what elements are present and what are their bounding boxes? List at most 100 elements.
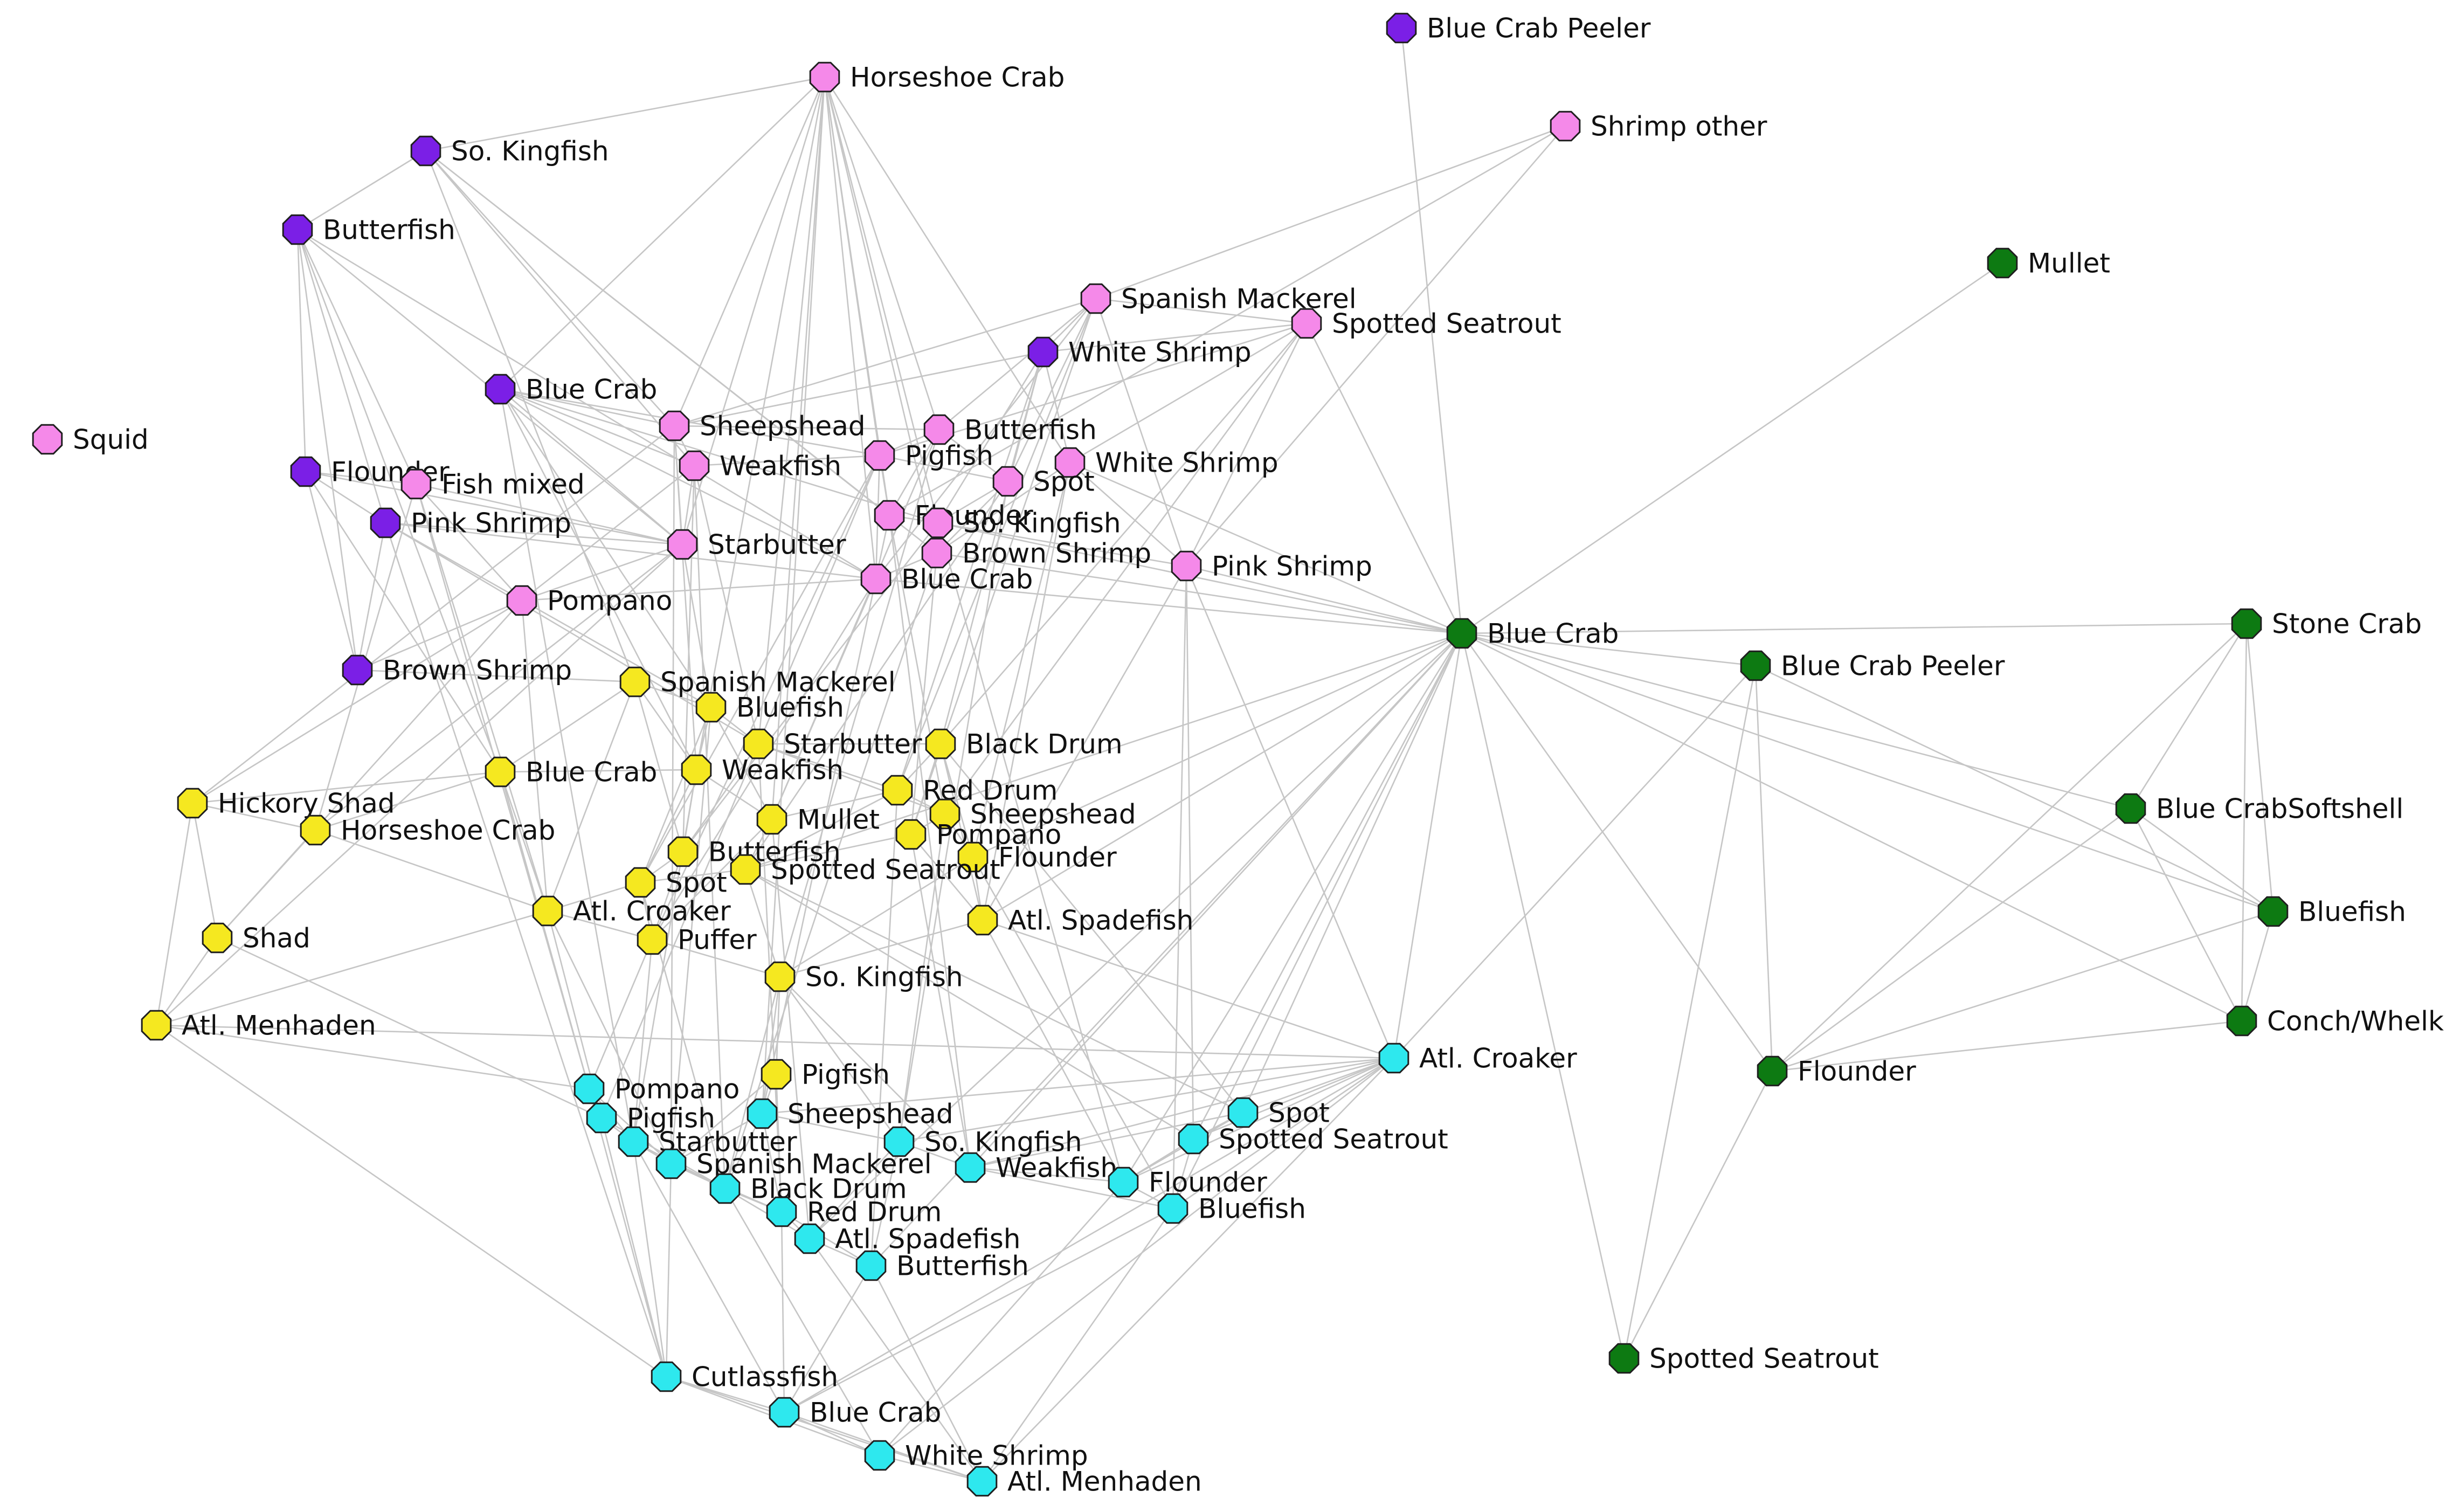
node-label-k16: Brown Shrimp [962,538,1151,569]
node-label-k9: Pigfish [905,440,993,472]
edge-y6-y16 [639,769,697,883]
edge-g3-g8 [1772,623,2247,1072]
node-y2: Bluefish [695,692,844,723]
network-edges [155,27,2274,1482]
node-label-k10: White Shrimp [1095,447,1279,479]
edge-g5-g8 [1772,807,2131,1072]
edge-y12-y15 [745,833,911,871]
edge-k19-y17 [521,600,549,912]
node-marker-k19 [506,585,537,616]
node-k15: Starbutter [667,529,846,561]
node-marker-g5 [2115,793,2146,824]
edge-g2-c10 [970,633,1462,1168]
edge-k1-c4 [761,77,826,1114]
node-label-k7: Butterfish [964,415,1097,446]
node-label-y15: Spotted Seatrout [771,854,1000,886]
edge-g1-g2 [1461,262,2003,634]
edge-p6-k15 [305,471,683,546]
edge-k3-k11 [1007,298,1097,482]
edge-y11-y19 [217,830,316,938]
edge-p7-k15 [385,522,683,546]
node-label-c18: Blue Crab [810,1397,941,1428]
edge-g2-y15 [745,632,1462,871]
node-marker-p1 [1386,12,1417,44]
node-label-c20: Atl. Menhaden [1007,1466,1202,1497]
node-marker-c12 [709,1173,741,1204]
node-marker-k18 [1171,550,1202,582]
node-marker-p2 [410,135,441,167]
node-label-c17: Cutlassfish [692,1362,838,1393]
edge-k10-y18 [982,462,1071,921]
edge-y21-y23 [775,976,781,1075]
node-label-k18: Pink Shrimp [1212,551,1372,582]
node-label-c7: So. Kingfish [924,1127,1082,1158]
node-label-g4: Blue Crab Peeler [1781,651,2005,682]
edge-k1-k17 [824,77,877,579]
node-label-c6: Starbutter [659,1127,797,1158]
edge-p5-k6 [500,388,675,427]
edge-k1-k10 [824,77,1071,463]
node-y16: Spot [625,867,727,899]
edge-c14-c20 [981,1208,1174,1482]
node-label-y9: Mullet [797,804,880,836]
edge-y16-y17 [547,881,641,912]
edge-c7-c16 [870,1141,900,1266]
node-y4: Black Drum [925,728,1123,760]
node-marker-c16 [855,1250,887,1281]
node-marker-g7 [2226,1005,2257,1037]
edge-p1-g2 [1400,27,1463,634]
edge-k17-c4 [761,578,877,1114]
edge-k6-y6 [673,425,697,770]
node-marker-p3 [282,214,313,245]
edge-y6-c6 [632,769,697,1142]
node-marker-c19 [864,1440,895,1471]
node-y10: Sheepshead [929,799,1136,830]
edge-p7-k17 [385,522,876,580]
node-label-k12: Fish mixed [441,469,585,500]
node-label-y22: Atl. Menhaden [182,1010,376,1041]
node-marker-y4 [925,728,956,760]
edge-p2-y1 [425,150,636,682]
node-label-y13: Butterfish [708,837,841,868]
node-label-c19: White Shrimp [905,1440,1088,1472]
node-label-g1: Mullet [2028,248,2110,279]
node-p8: Brown Shrimp [342,655,572,686]
edge-g2-g6 [1461,632,2274,913]
node-label-y20: Puffer [678,924,757,956]
edge-c19-c20 [879,1454,983,1482]
edge-k3-k6 [674,298,1096,427]
node-c16: Butterfish [855,1250,1029,1282]
node-c15: Atl. Spadefish [794,1224,1020,1255]
edge-k8-y13 [682,465,695,852]
edge-g2-c8 [1192,633,1463,1140]
edge-g6-g8 [1772,910,2274,1072]
edge-k3-k17 [875,298,1097,579]
edge-g2-g8 [1461,633,1773,1072]
node-marker-y16 [625,867,656,898]
edge-k2-k3 [1095,125,1566,300]
node-label-c14: Bluefish [1198,1193,1306,1225]
edge-y12-c10 [910,834,971,1168]
edge-g2-g5 [1461,632,2131,810]
node-g3: Stone Crab [2231,609,2422,640]
edge-p3-y5 [296,229,501,772]
edge-k13-y10 [888,515,946,814]
edge-k17-y9 [771,578,877,820]
node-y18: Atl. Spadefish [967,905,1193,936]
node-marker-g6 [2257,896,2289,927]
edge-k1-y6 [695,77,826,770]
node-marker-k9 [864,440,895,471]
edge-y22-c1 [156,1024,1394,1059]
node-label-g8: Flounder [1798,1056,1916,1087]
node-marker-y11 [300,814,331,846]
node-p7: Pink Shrimp [370,508,571,539]
edge-y7-c16 [870,790,899,1266]
edge-k3-k7 [938,298,1096,430]
node-c20: Atl. Menhaden [966,1466,1202,1497]
node-marker-k5 [32,424,63,455]
node-label-y2: Bluefish [736,692,844,723]
node-g8: Flounder [1757,1056,1916,1087]
node-label-y5: Blue Crab [526,757,657,788]
node-label-y16: Spot [666,867,727,899]
